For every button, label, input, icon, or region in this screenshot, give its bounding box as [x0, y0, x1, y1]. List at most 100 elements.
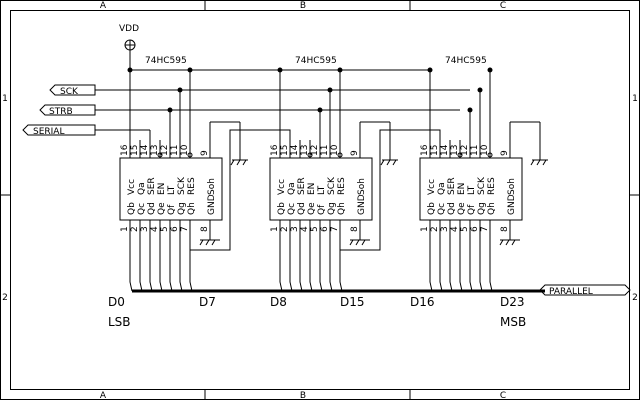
frame-row-1-left: 1 [2, 94, 8, 104]
vcc-junction-dot [127, 67, 133, 73]
chip-output-wire [279, 240, 283, 292]
chip-bottom-pin-number: 4 [300, 226, 310, 232]
chip-top-pin-name: SER [297, 177, 307, 195]
ground-symbol [236, 159, 241, 166]
chip-output-wire [129, 240, 133, 292]
chip-bottom-pin-name: GND [357, 194, 367, 215]
chip-output-wire [489, 240, 493, 292]
chip-output-wire [449, 240, 453, 292]
chip-bottom-pin-number: 1 [270, 226, 280, 232]
ground-symbol [530, 159, 535, 166]
bit-label-d15: D15 [340, 295, 365, 309]
chip-top-pin-number: 12 [160, 145, 170, 156]
chip-inversion-bubble [487, 152, 493, 158]
chip-top-pin-name: Vcc [427, 179, 437, 195]
strb-junction-dot [467, 107, 473, 113]
chip-inversion-bubble [307, 152, 313, 158]
chip-top-pin-name: Soh [507, 178, 517, 195]
chip-output-wire [479, 240, 483, 292]
shift-register-chip-1: 74HC59516Vcc15Qa14SER13EN12LT11SCK10RES9… [119, 56, 291, 292]
chip-bottom-pin-name: Qe [307, 202, 317, 215]
serial-label: SERIAL [33, 127, 64, 137]
strb-label: STRB [49, 107, 73, 117]
chip-top-pin-number: 16 [120, 144, 130, 156]
chip-top-pin-name: Soh [357, 178, 367, 195]
res-junction-dot [487, 67, 493, 73]
chip-top-pin-name: SCK [177, 176, 187, 195]
vdd-label: VDD [119, 24, 139, 34]
chip-top-pin-number: 13 [150, 145, 160, 156]
chip-top-pin-number: 14 [290, 144, 300, 156]
chip-bottom-pin-number: 2 [130, 226, 140, 232]
chip-bottom-pin-name: Qc [287, 203, 297, 215]
chip-inversion-bubble [337, 152, 343, 158]
sck-junction-dot [327, 87, 333, 93]
bit-labels: D0 D7 D8 D15 D16 D23 LSB MSB [108, 295, 526, 329]
chip-bottom-pin-name: Qd [297, 202, 307, 215]
ground-symbol [499, 239, 504, 246]
chip-top-pin-number: 11 [170, 145, 180, 156]
chip-top-pin-number: 9 [200, 150, 210, 156]
chip-bottom-pin-name: Qg [177, 202, 187, 215]
chip-bottom-pin-number: 6 [170, 226, 180, 232]
frame-row-1-right: 1 [632, 94, 638, 104]
ground-symbol [205, 239, 210, 246]
sck-junction-dot [477, 87, 483, 93]
chip-top-pin-name: EN [307, 183, 317, 195]
frame-col-a-top: A [100, 1, 107, 11]
bit-label-d16: D16 [410, 295, 435, 309]
vcc-junction-dot [277, 67, 283, 73]
chip-inversion-bubble [457, 152, 463, 158]
chip-top-pin-number: 15 [430, 145, 440, 156]
chip-output-wire [179, 240, 183, 292]
chip-output-wire [329, 240, 333, 292]
chip-top-pin-name: RES [487, 177, 497, 195]
chip-bottom-pin-name: GND [207, 194, 217, 215]
ground-symbol [542, 159, 547, 166]
chip-bottom-pin-name: Qf [467, 204, 477, 215]
frame-row-2-right: 2 [632, 293, 638, 303]
chip-top-pin-number: 13 [300, 145, 310, 156]
frame-col-b-bottom: B [300, 391, 306, 400]
chip-top-pin-name: EN [457, 183, 467, 195]
chain-wire [189, 129, 291, 251]
chip-top-pin-name: LT [317, 185, 327, 195]
lsb-label: LSB [108, 315, 131, 329]
ground-symbol [230, 159, 235, 166]
chip-bottom-pin-number: 2 [430, 226, 440, 232]
chip-bottom-pin-name: Qd [147, 202, 157, 215]
chip-output-wire [439, 240, 443, 292]
chip-top-pin-name: SCK [327, 176, 337, 195]
chip-bottom-pin-name: Qh [187, 202, 197, 215]
chip-top-pin-number: 16 [420, 144, 430, 156]
vcc-junction-dot [427, 67, 433, 73]
chip-output-wire [149, 240, 153, 292]
ground-symbol [380, 159, 385, 166]
chip-bottom-pin-number: 3 [440, 226, 450, 232]
chip-top-pin-number: 12 [460, 145, 470, 156]
chip-top-pin-name: LT [467, 185, 477, 195]
strb-port [39, 104, 96, 116]
ground-symbol [392, 159, 397, 166]
chip-body [419, 157, 523, 221]
chip-inversion-bubble [157, 152, 163, 158]
chip-top-pin-number: 10 [180, 144, 190, 156]
chip-top-pin-name: Vcc [277, 179, 287, 195]
shift-register-chip-3: 74HC59516Vcc15Qa14SER13EN12LT11SCK10RES9… [419, 56, 548, 292]
bit-label-d7: D7 [199, 295, 216, 309]
chip-bottom-pin-number: 6 [320, 226, 330, 232]
frame-col-c-bottom: C [500, 391, 506, 400]
chip-bottom-pin-number: 6 [470, 226, 480, 232]
bit-label-d8: D8 [270, 295, 287, 309]
chip-top-pin-name: SER [447, 177, 457, 195]
parallel-label: PARALLEL [549, 287, 593, 297]
chip-top-pin-number: 14 [140, 144, 150, 156]
chip-bottom-pin-number: 4 [150, 226, 160, 232]
chip-top-pin-number: 14 [440, 144, 450, 156]
parallel-bus [132, 284, 631, 296]
chip-top-pin-name: LT [167, 185, 177, 195]
ground-symbol [355, 239, 360, 246]
chip-part-label: 74HC595 [295, 56, 337, 66]
chip-output-wire [159, 240, 163, 292]
chip-top-pin-name: SCK [477, 176, 487, 195]
